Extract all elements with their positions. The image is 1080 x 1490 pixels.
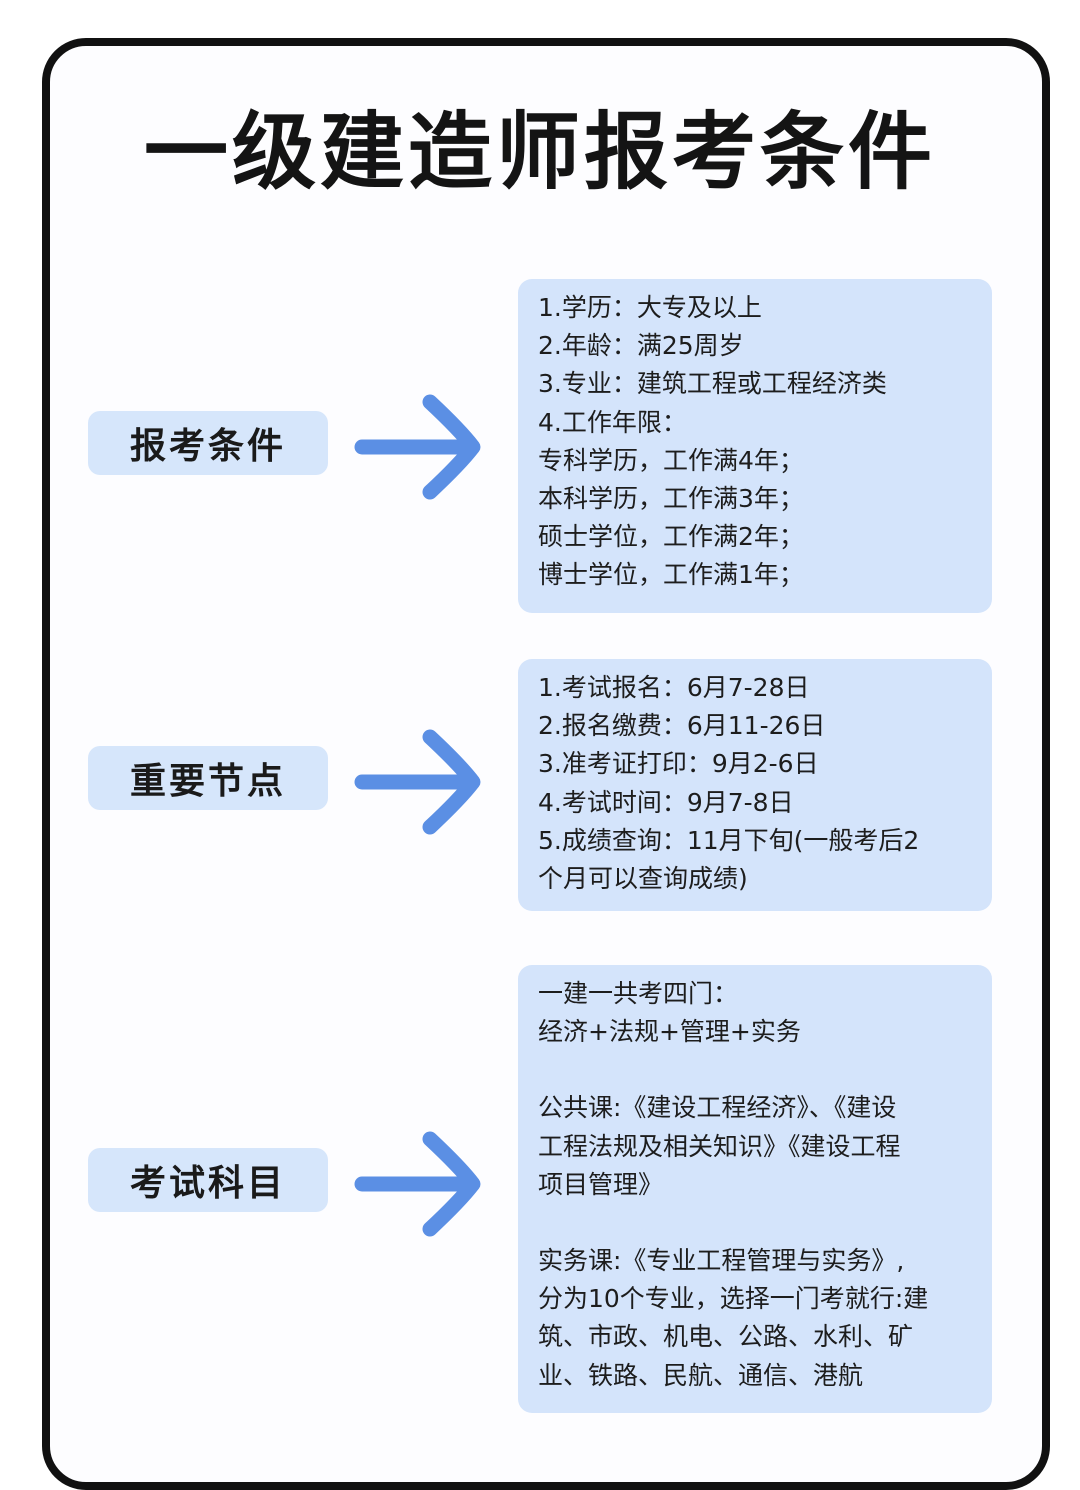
info-line: 业、铁路、民航、通信、港航: [538, 1360, 864, 1390]
info-line: 4.考试时间：9月7-8日: [538, 787, 794, 817]
info-line: 1.学历：大专及以上: [538, 293, 762, 322]
section-label-exam-subjects: 考试科目: [88, 1148, 328, 1212]
info-line: 个月可以查询成绩): [538, 864, 748, 894]
blank-line: [538, 1051, 974, 1089]
info-line: 4.工作年限：: [538, 407, 687, 437]
info-line: 5.成绩查询：11月下旬(一般考后2: [538, 825, 920, 855]
info-line: 筑、市政、机电、公路、水利、矿: [538, 1322, 914, 1352]
info-line: 3.专业：建筑工程或工程经济类: [538, 369, 887, 399]
requirements-box: 1.学历：大专及以上 2.年龄：满25周岁 3.专业：建筑工程或工程经济类 4.工作年…: [518, 279, 992, 613]
info-line: 本科学历，工作满3年；: [538, 484, 804, 514]
info-line: 1.考试报名：6月7-28日: [538, 673, 810, 702]
info-line: 2.报名缴费：6月11-26日: [538, 711, 826, 741]
arrow-right-icon: [354, 1131, 481, 1237]
key-dates-box: 1.考试报名：6月7-28日 2.报名缴费：6月11-26日 3.准考证打印：9月2…: [518, 659, 992, 911]
info-line: 工程法规及相关知识》《建设工程: [538, 1131, 901, 1161]
info-line: 3.准考证打印：9月2-6日: [538, 749, 819, 779]
info-line: 2.年龄：满25周岁: [538, 331, 744, 361]
arrow-right-icon: [354, 394, 481, 500]
arrow-right-icon: [354, 729, 481, 835]
info-line: 硕士学位，工作满2年；: [538, 522, 804, 552]
page-title: 一级建造师报考条件: [143, 103, 936, 201]
info-line: 一建一共考四门：: [538, 979, 739, 1008]
info-line: 实务课:《专业工程管理与实务》,: [538, 1246, 905, 1276]
info-line: 经济+法规+管理+实务: [538, 1017, 801, 1047]
section-label-key-dates: 重要节点: [88, 746, 328, 810]
info-line: 公共课:《建设工程经济》、《建设: [538, 1093, 897, 1123]
exam-subjects-box: 一建一共考四门： 经济+法规+管理+实务公共课:《建设工程经济》、《建设工程法规及…: [518, 965, 992, 1413]
info-line: 专科学历，工作满4年；: [538, 445, 804, 475]
info-line: 分为10个专业，选择一门考就行:建: [538, 1284, 929, 1314]
info-line: 博士学位，工作满1年；: [538, 560, 804, 590]
info-line: 项目管理》: [538, 1169, 664, 1199]
section-label-requirements: 报考条件: [88, 411, 328, 475]
blank-line: [538, 1204, 974, 1242]
